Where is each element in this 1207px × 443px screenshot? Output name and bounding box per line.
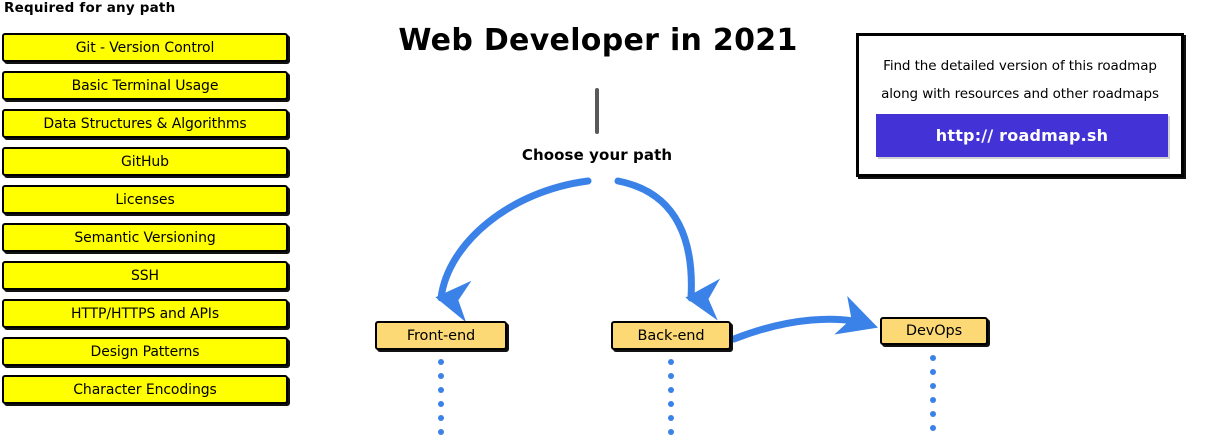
required-topic-label: Data Structures & Algorithms (43, 115, 247, 132)
required-topic-git[interactable]: Git - Version Control (2, 33, 288, 62)
branch-node-label: Back-end (637, 327, 705, 344)
required-topic-dsa[interactable]: Data Structures & Algorithms (2, 109, 288, 138)
branch-node-frontend[interactable]: Front-end (375, 321, 507, 350)
required-topic-label: Design Patterns (90, 343, 200, 360)
branch-node-devops[interactable]: DevOps (880, 317, 988, 345)
path-dot (438, 359, 444, 365)
info-card-line-2: along with resources and other roadmaps (881, 86, 1159, 102)
dotted-path-frontend (438, 359, 445, 443)
required-topic-label: Semantic Versioning (74, 229, 216, 246)
required-topic-terminal[interactable]: Basic Terminal Usage (2, 71, 288, 100)
arrow-backend-to-devops (730, 296, 878, 343)
required-topic-design-patterns[interactable]: Design Patterns (2, 337, 288, 366)
dotted-path-backend (668, 359, 675, 443)
path-dot (930, 411, 936, 417)
required-topic-character-encodings[interactable]: Character Encodings (2, 375, 288, 404)
path-dot (930, 369, 936, 375)
required-topic-github[interactable]: GitHub (2, 147, 288, 176)
required-panel-heading: Required for any path (4, 0, 176, 16)
roadmap-info-card: Find the detailed version of this roadma… (856, 33, 1184, 177)
required-topic-label: Basic Terminal Usage (71, 77, 219, 94)
path-dot (668, 373, 674, 379)
required-topic-label: Licenses (115, 191, 175, 208)
required-topic-list: Git - Version Control Basic Terminal Usa… (2, 33, 288, 413)
required-topic-http-apis[interactable]: HTTP/HTTPS and APIs (2, 299, 288, 328)
page-title: Web Developer in 2021 (398, 23, 798, 58)
dotted-path-devops (930, 355, 937, 439)
required-topic-label: Git - Version Control (75, 39, 215, 56)
path-dot (438, 387, 444, 393)
path-dot (668, 359, 674, 365)
arrow-to-frontend (435, 177, 592, 323)
path-dot (668, 415, 674, 421)
path-dot (668, 401, 674, 407)
path-dot (438, 401, 444, 407)
roadmap-url-button-label: http:// roadmap.sh (935, 126, 1109, 145)
required-topic-semver[interactable]: Semantic Versioning (2, 223, 288, 252)
path-dot (438, 415, 444, 421)
required-topic-label: Character Encodings (73, 381, 217, 398)
required-topic-label: SSH (130, 267, 159, 284)
path-dot (438, 373, 444, 379)
roadmap-url-button[interactable]: http:// roadmap.sh (876, 114, 1168, 157)
required-topic-label: HTTP/HTTPS and APIs (70, 305, 220, 322)
branch-node-backend[interactable]: Back-end (611, 321, 731, 350)
path-dot (930, 383, 936, 389)
path-dot (438, 429, 444, 435)
required-topic-licenses[interactable]: Licenses (2, 185, 288, 214)
path-dot (668, 387, 674, 393)
required-topic-ssh[interactable]: SSH (2, 261, 288, 290)
path-dot (668, 429, 674, 435)
path-dot (930, 397, 936, 403)
path-dot (930, 355, 936, 361)
path-dot (930, 425, 936, 431)
required-panel: Required for any path Git - Version Cont… (0, 0, 300, 436)
info-card-line-1: Find the detailed version of this roadma… (883, 58, 1157, 74)
branch-node-label: Front-end (406, 327, 476, 344)
choose-path-label: Choose your path (521, 146, 673, 164)
required-topic-label: GitHub (121, 153, 169, 170)
arrow-to-backend (614, 177, 721, 321)
branch-node-label: DevOps (905, 323, 963, 339)
branch-arrows (435, 177, 878, 343)
stem-connector-line (595, 88, 599, 134)
